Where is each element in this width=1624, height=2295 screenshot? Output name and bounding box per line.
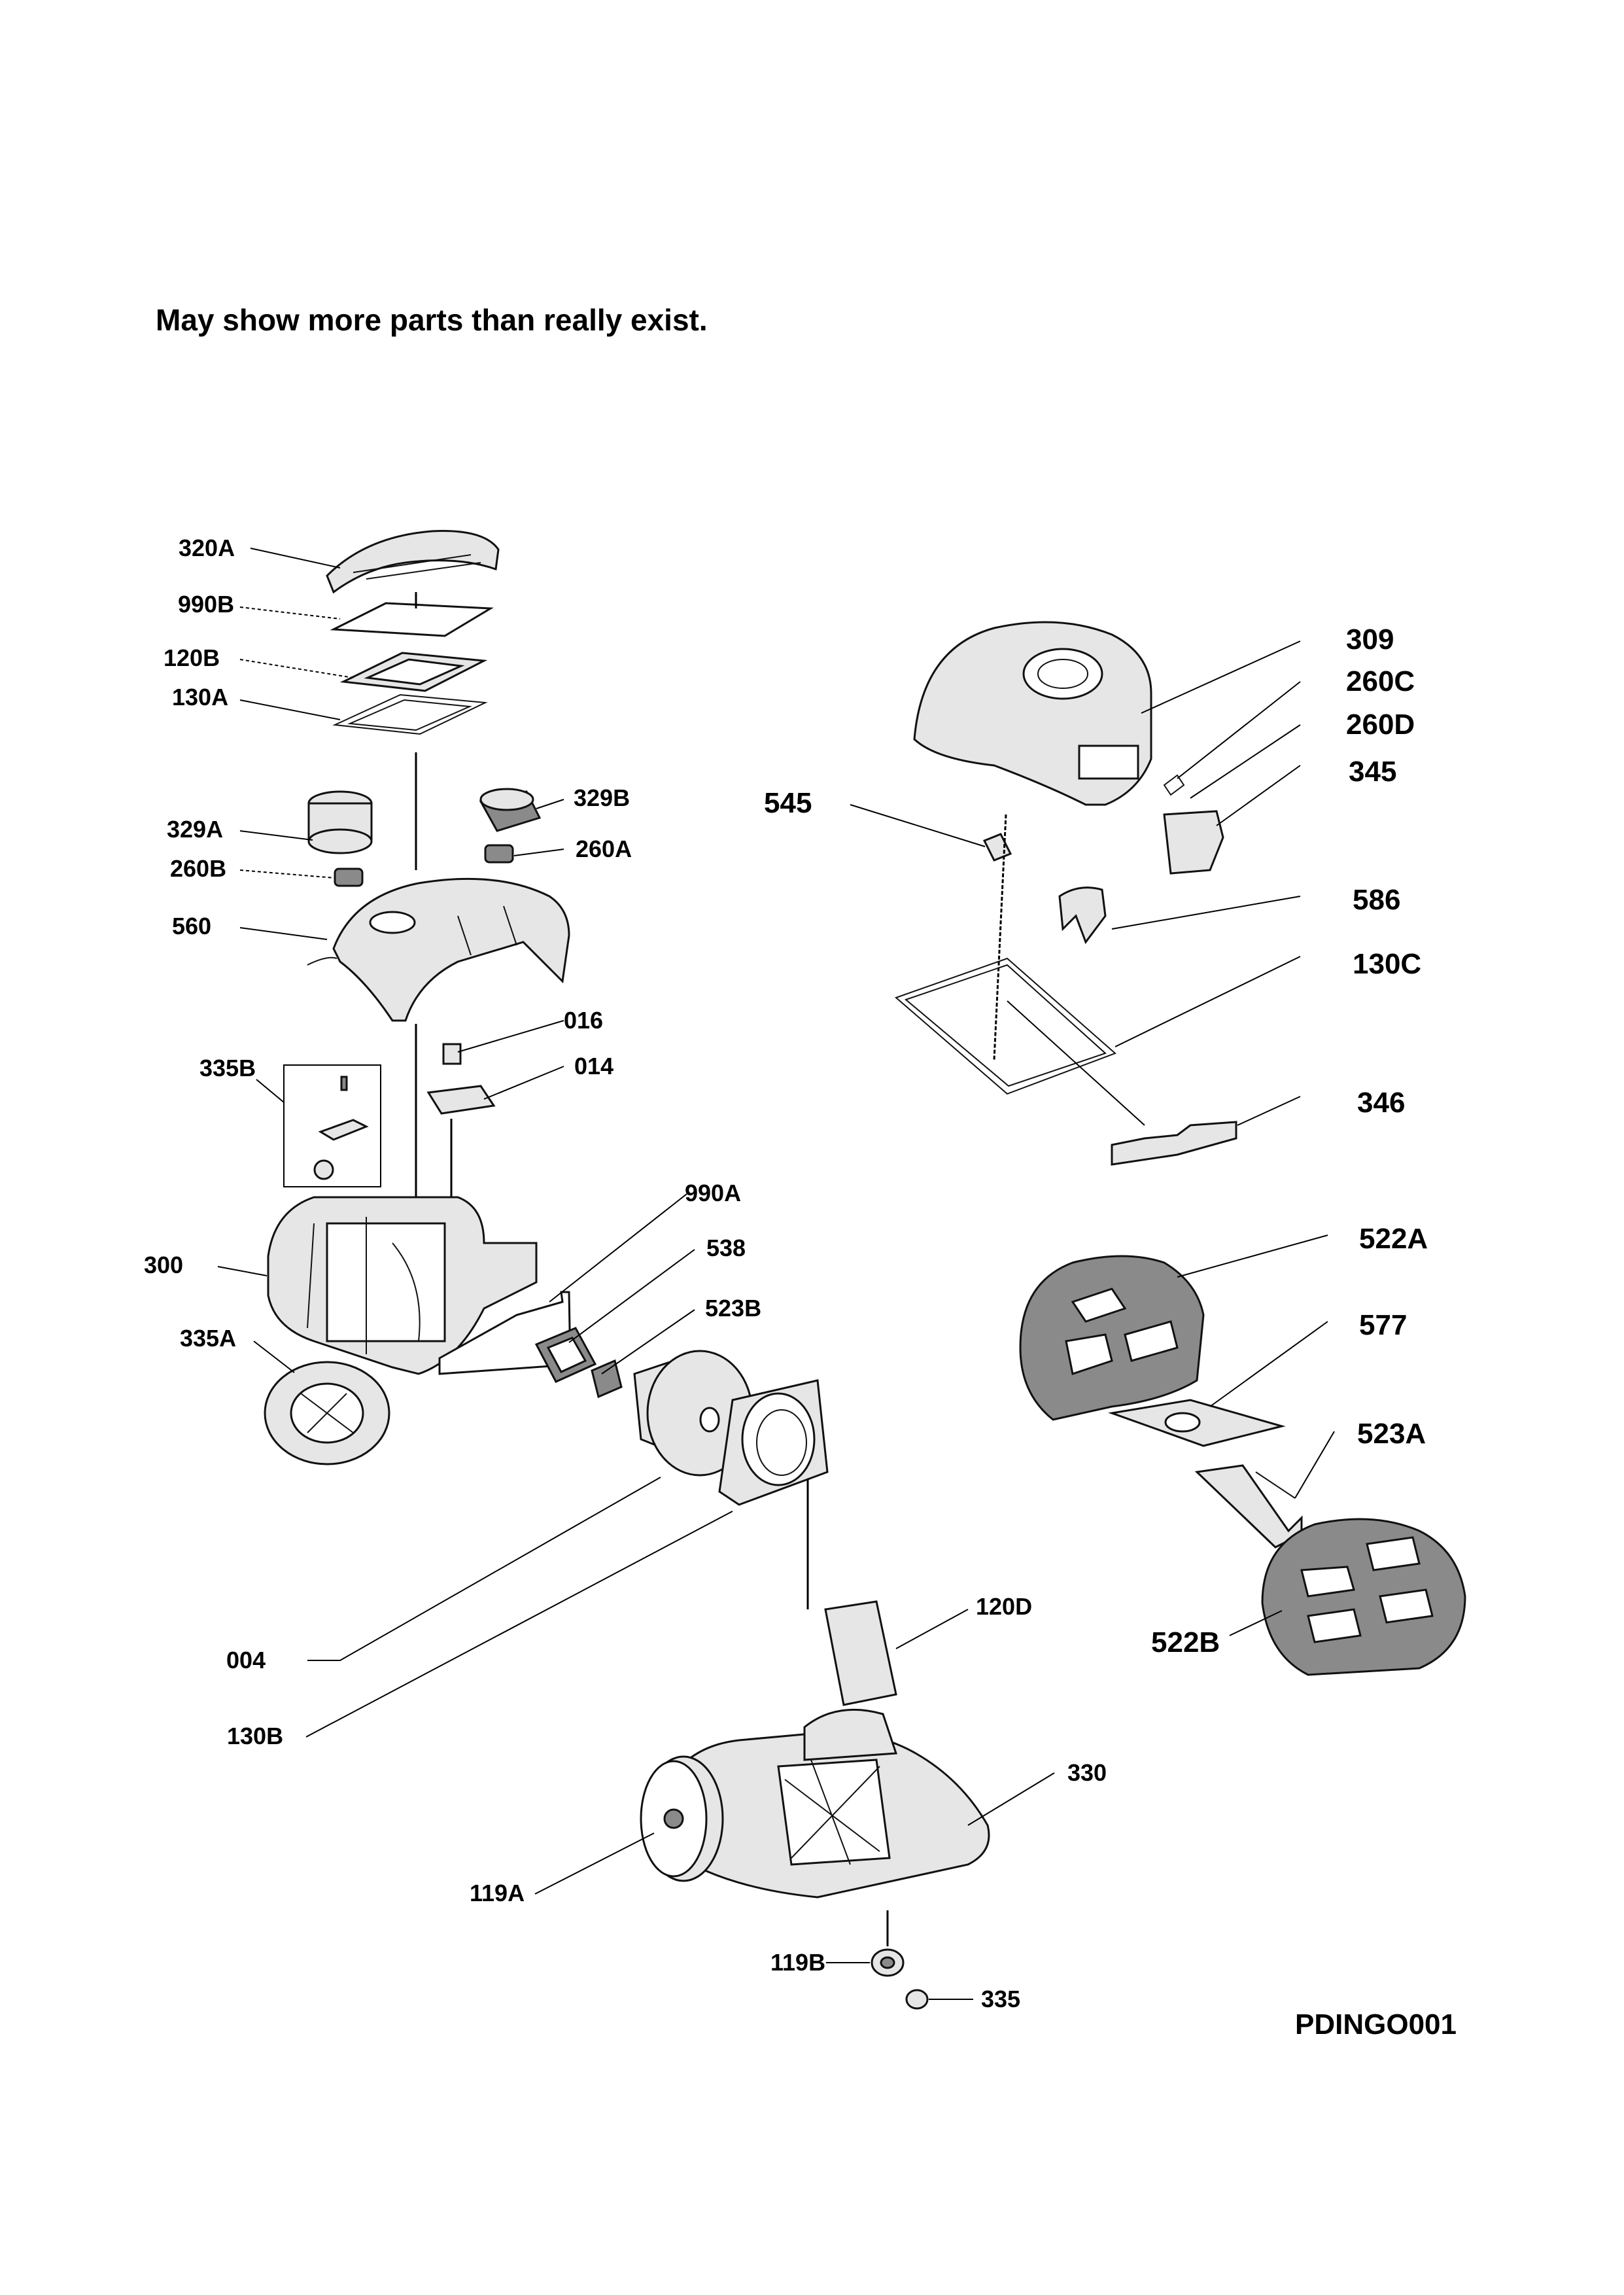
part-120D-filter-pad (824, 1600, 897, 1706)
part-329A-knob (307, 790, 373, 854)
callout-545: 545 (764, 787, 812, 819)
part-586-hook (1058, 886, 1107, 945)
part-119A-wheel (640, 1755, 724, 1882)
callout-345: 345 (1349, 756, 1396, 788)
callout-523A: 523A (1357, 1418, 1426, 1450)
axis-line (1007, 1000, 1145, 1126)
callout-560: 560 (172, 913, 211, 939)
callout-335B: 335B (199, 1055, 256, 1081)
part-320A-top-cover (326, 530, 500, 594)
callout-130C: 130C (1353, 948, 1421, 980)
part-990A-exhaust-filter (438, 1291, 572, 1375)
callout-260B: 260B (170, 855, 226, 882)
part-345-latch (1163, 810, 1224, 875)
callout-309: 309 (1346, 623, 1394, 656)
part-130B-gasket-frame (718, 1379, 829, 1506)
callout-119B: 119B (770, 1949, 825, 1976)
callout-523B: 523B (705, 1295, 761, 1322)
callout-120B: 120B (164, 644, 220, 671)
callout-130B: 130B (227, 1723, 283, 1749)
callout-300: 300 (144, 1252, 183, 1278)
part-016-clip (442, 1043, 462, 1065)
callout-990B: 990B (178, 591, 234, 618)
callout-522B: 522B (1151, 1626, 1220, 1658)
part-335A-motor-end (264, 1361, 390, 1465)
part-260C-spring (1163, 774, 1185, 796)
callout-016: 016 (564, 1007, 603, 1034)
callout-330: 330 (1067, 1759, 1107, 1786)
callout-329A: 329A (167, 816, 223, 843)
callout-335: 335 (981, 1986, 1020, 2012)
callout-260C: 260C (1346, 665, 1415, 697)
callout-004: 004 (226, 1647, 266, 1673)
part-545-clip (982, 833, 1012, 862)
part-577-bag-holder (1108, 1399, 1286, 1447)
callout-522A: 522A (1359, 1223, 1428, 1255)
callout-labels: 320A 990B 120B 130A 329A 329B 260B 260A … (144, 534, 1428, 2012)
part-523A-arm (1194, 1464, 1303, 1549)
callout-119A: 119A (470, 1880, 525, 1906)
callout-260A: 260A (576, 835, 632, 862)
diagram-note: May show more parts than really exist. (156, 303, 708, 337)
part-130C-gasket (895, 957, 1116, 1095)
callout-329B: 329B (574, 784, 630, 811)
drawing-code: PDINGO001 (1295, 2008, 1457, 2041)
callout-990A: 990A (685, 1180, 741, 1206)
callout-120D: 120D (976, 1593, 1032, 1620)
callout-130A: 130A (172, 684, 228, 710)
part-523B-bracket (591, 1359, 623, 1399)
callout-538: 538 (706, 1235, 746, 1261)
part-335B-kit-box (283, 1064, 381, 1187)
part-260A-spring (484, 844, 514, 864)
part-119B-castor (871, 1948, 905, 1977)
part-538-seal (534, 1327, 597, 1383)
callout-586: 586 (1353, 884, 1400, 916)
part-120B-filter-frame (339, 652, 488, 692)
callout-577: 577 (1359, 1309, 1407, 1341)
part-260B-spring (334, 867, 364, 887)
part-346-handle (1111, 1121, 1237, 1166)
callout-320A: 320A (179, 534, 235, 561)
callout-335A: 335A (180, 1325, 236, 1352)
part-522B-side-panel (1261, 1518, 1466, 1676)
part-560-motor-cover (307, 877, 570, 1022)
leader-lines (217, 548, 1335, 2000)
part-300-motor-housing (267, 1196, 538, 1375)
callout-346: 346 (1357, 1087, 1405, 1119)
part-990B-filter-sheet (330, 602, 494, 637)
callout-260D: 260D (1346, 709, 1415, 741)
part-522A-side-panel (1019, 1255, 1205, 1421)
part-335-cap (905, 1989, 929, 2010)
part-330-base (659, 1708, 990, 1899)
part-130A-gasket (332, 693, 488, 735)
part-309-lid (913, 621, 1152, 806)
part-329B-knob (479, 788, 542, 832)
callout-014: 014 (574, 1053, 613, 1079)
part-014-plate (426, 1085, 496, 1115)
